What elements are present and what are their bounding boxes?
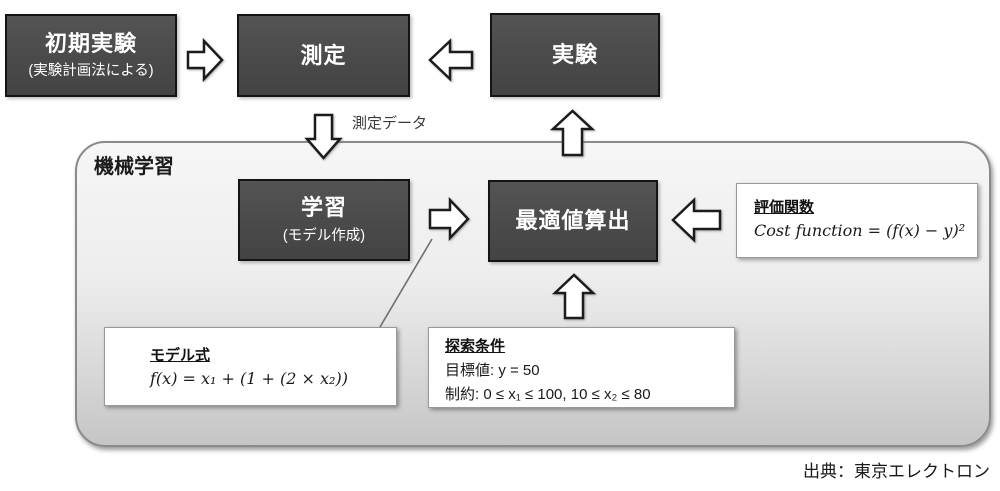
annot-cost-function-formula: Cost function = (f(x) − y)² [754,221,966,240]
node-initial-experiment-title: 初期実験 [44,30,137,56]
node-measurement: 測定 [237,14,410,97]
annot-model-formula-formula: f(x) = x₁ + (1 + (2 × x₂)) [150,369,348,388]
node-optimal-value-calc: 最適値算出 [488,180,658,262]
node-initial-experiment-subtitle: (実験計画法による) [28,63,154,80]
annot-model-formula: モデル式 f(x) = x₁ + (1 + (2 × x₂)) [104,327,397,406]
annot-search-conditions-title: 探索条件 [445,338,506,355]
node-experiment: 実験 [490,13,660,97]
annot-search-conditions: 探索条件 目標値: y = 50 制約: 0 ≤ x₁ ≤ 100, 10 ≤ … [428,327,735,408]
node-experiment-title: 実験 [551,42,598,68]
annot-cost-function: 評価関数 Cost function = (f(x) − y)² [736,183,978,258]
measurement-data-label: 測定データ [352,115,428,132]
annot-cost-function-title: 評価関数 [754,199,815,216]
machine-learning-title: 機械学習 [94,156,174,178]
source-credit: 出典：東京エレクトロン [803,462,990,481]
annot-search-conditions-target: 目標値: y = 50 [445,362,540,379]
node-learning: 学習 (モデル作成) [238,179,410,261]
node-measurement-title: 測定 [300,42,347,68]
annot-model-formula-title: モデル式 [150,347,211,364]
node-learning-subtitle: (モデル作成) [282,227,366,244]
arrow-left-experiment-to-measurement [428,38,474,82]
node-learning-title: 学習 [300,195,347,221]
node-optimal-value-calc-title: 最適値算出 [515,208,631,234]
node-initial-experiment: 初期実験 (実験計画法による) [5,14,177,97]
annot-search-conditions-constraints: 制約: 0 ≤ x₁ ≤ 100, 10 ≤ x₂ ≤ 80 [445,386,651,403]
arrow-right-initial-to-measurement [186,37,224,83]
